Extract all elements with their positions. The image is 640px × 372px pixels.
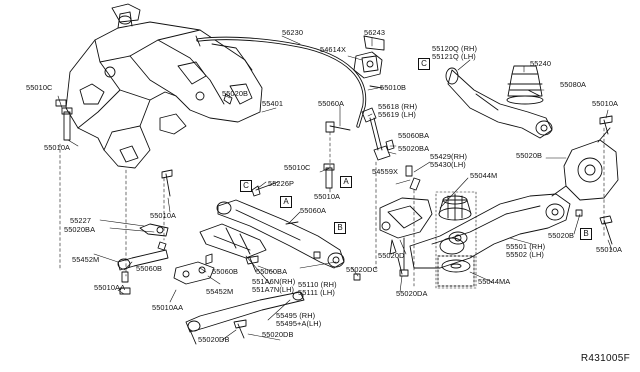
lateral-rod-drawing	[185, 291, 305, 333]
callout-55452m-mid: 55452M	[206, 287, 234, 296]
alignment-guides	[59, 127, 605, 287]
callout-55060b-mid: 55060B	[212, 267, 239, 276]
callout-55010aa: 55010AA	[94, 283, 126, 292]
callout-55010a-left: 55010A	[44, 143, 71, 152]
stabilizer-link-drawing	[361, 107, 391, 161]
callout-54614x: 54614X	[320, 45, 347, 54]
callout-55044m: 55044M	[470, 171, 498, 180]
callout-55020db-right: 55020DB	[262, 330, 294, 339]
stabilizer-bar-drawing	[195, 35, 367, 128]
callout-55401: 55401	[262, 99, 284, 108]
callout-55020ba-left: 55020BA	[64, 225, 96, 234]
group-outline	[435, 191, 477, 289]
callout-55020ba-mid: 55020BA	[398, 144, 430, 153]
callout-55020b-right: 55020B	[516, 151, 543, 160]
knuckle-drawing	[551, 127, 619, 201]
callout-551a6n: 551A6N(RH)551A7N(LH)	[252, 277, 296, 294]
callout-55020da: 55020DA	[396, 289, 428, 298]
callout-55110: 55110 (RH)55111 (LH)	[298, 280, 337, 297]
callout-55010b: 55010B	[380, 83, 407, 92]
callout-55044ma: 55044MA	[478, 277, 511, 286]
callout-55495: 55495 (RH)55495+A(LH)	[276, 311, 322, 328]
callout-55010c: 55010C	[26, 83, 53, 92]
ref-tag-a-top: A	[340, 176, 352, 188]
leader-lines	[57, 35, 613, 341]
callout-55020b-rr: 55020B	[548, 231, 575, 240]
callout-55227: 55227	[70, 216, 92, 225]
diagram-reference-code: R431005F	[580, 353, 630, 364]
lower-link-drawing	[409, 193, 571, 269]
ref-tag-b-right: B	[580, 228, 592, 240]
callout-55010a-lower: 55010A	[150, 211, 177, 220]
callout-55060ba-top: 55060BA	[398, 131, 430, 140]
rear-subframe-drawing	[65, 11, 263, 169]
callout-55120q: 55120Q (RH)55121Q (LH)	[432, 44, 478, 61]
callout-55226p: 55226P	[268, 179, 295, 188]
callout-55240: 55240	[530, 59, 552, 68]
callout-55020d: 55020D	[378, 251, 405, 260]
stabilizer-bushing-drawing	[353, 35, 385, 79]
link-bracket-drawing	[379, 197, 433, 277]
callout-55020dc: 55020DC	[346, 265, 378, 274]
link-cover-drawing	[199, 223, 267, 259]
callout-56230: 56230	[282, 28, 304, 37]
callout-55010a-right: 55010A	[592, 99, 619, 108]
rod-bracket-drawing	[173, 261, 215, 285]
transverse-link-drawing	[216, 199, 345, 269]
ref-tag-b-mid: B	[334, 222, 346, 234]
spring-seat-lower-drawing	[437, 255, 475, 287]
upper-link-drawing	[445, 67, 553, 139]
callout-55010aa-b: 55010AA	[152, 303, 184, 312]
callout-54559x: 54559X	[372, 167, 399, 176]
bound-bumper-drawing	[506, 65, 544, 105]
callout-55010c-mid: 55010C	[284, 163, 311, 172]
ref-tag-c-mid: C	[240, 180, 252, 192]
callout-55429: 55429(RH)55430(LH)	[430, 152, 468, 169]
callout-55010a-mid: 55010A	[314, 192, 341, 201]
callout-55501: 55501 (RH)55502 (LH)	[506, 242, 546, 259]
subframe-mount-bushing	[111, 3, 141, 23]
callout-55060a-top: 55060A	[318, 99, 345, 108]
callout-55060b: 55060B	[136, 264, 163, 273]
callout-55618: 55618 (RH)55619 (LH)	[378, 102, 418, 119]
callout-56243: 56243	[364, 28, 386, 37]
ref-tag-a-mid: A	[280, 196, 292, 208]
callout-55060a-mid: 55060A	[300, 206, 327, 215]
callout-55452m-left: 55452M	[72, 255, 100, 264]
callout-55020b-top: 55020B	[222, 89, 249, 98]
callout-55060ba-mid: 55060BA	[256, 267, 288, 276]
callout-55080a: 55080A	[560, 80, 587, 89]
bolts-drawing	[55, 85, 613, 345]
callout-55010a-rr: 55010A	[596, 245, 623, 254]
spring-seat-drawing	[438, 193, 472, 245]
callout-55020db-left: 55020DB	[198, 335, 230, 344]
ref-tag-c-top: C	[418, 58, 430, 70]
